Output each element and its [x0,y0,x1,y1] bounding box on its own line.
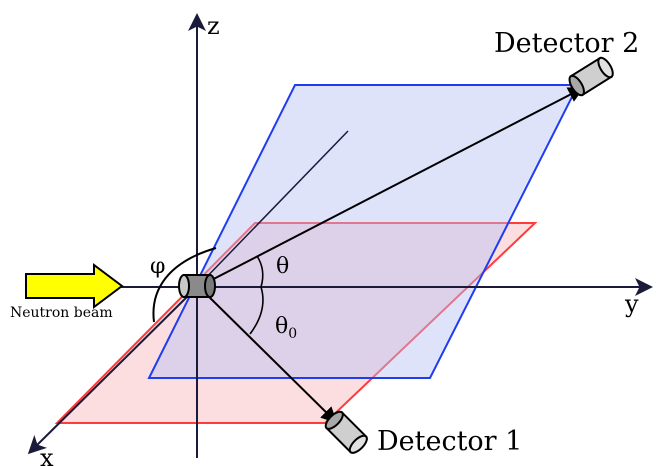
scatter-vector-detector-1 [199,287,338,424]
phi-label: φ [150,254,165,279]
phi-angle-arc [152,247,217,323]
x-axis-label: x [40,444,54,466]
theta0-base: θ [275,314,288,339]
scatter-vector-detector-2 [199,87,585,287]
detector-1-icon [324,410,368,454]
detector-1-label: Detector 1 [377,426,522,457]
detector-2-label: Detector 2 [494,28,639,59]
detector-2-icon [568,56,614,97]
neutron-beam-label: Neutron beam [10,305,113,321]
theta0-subscript: 0 [288,326,297,342]
theta0-label: θ0 [275,314,297,342]
y-axis-label: y [624,290,639,318]
sample-cylinder-icon [178,274,216,298]
neutron-beam-arrow-icon [25,263,124,309]
x-axis [27,286,198,455]
tilted-plane-reference-line [196,130,349,288]
theta-label: θ [276,254,289,279]
theta0-angle-arc [249,286,264,335]
z-axis-label: z [207,12,220,40]
theta-angle-arc [256,255,264,288]
